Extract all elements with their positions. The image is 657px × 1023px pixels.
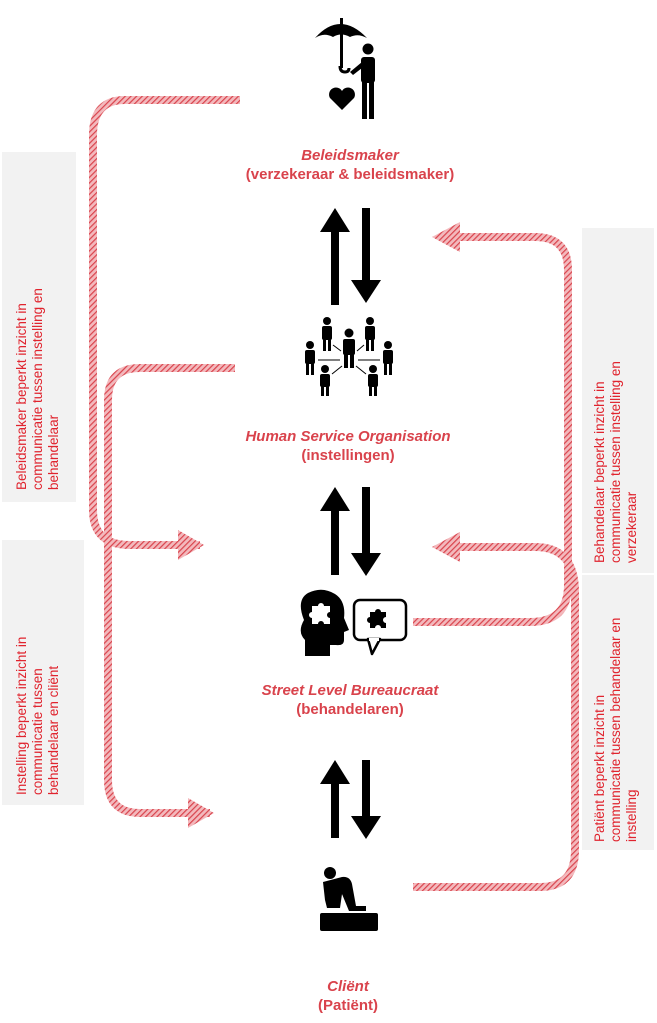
client-sub: (Patiënt): [318, 997, 378, 1014]
arrow-hso-to-client: [104, 364, 235, 817]
left-bottom-note-box: [2, 540, 84, 805]
up-arrow-2: [320, 487, 350, 575]
arrow-client-to-slb: [413, 543, 579, 891]
up-arrow-1: [320, 208, 350, 305]
beleidsmaker-role: Beleidsmaker: [301, 147, 399, 164]
right-bottom-note-box: [582, 575, 654, 850]
seated-person-icon: [320, 867, 378, 931]
down-arrow-3: [351, 760, 381, 839]
umbrella-person-heart-icon: [315, 18, 375, 119]
client-role: Cliënt: [327, 978, 369, 995]
head-puzzle-speech-icon: [300, 589, 408, 656]
left-top-note-box: [2, 152, 76, 502]
arrowhead-client-left: [188, 798, 214, 828]
slb-role: Street Level Bureaucraat: [261, 682, 439, 699]
slb-label: Street Level Bureaucraat (behandelaren): [210, 681, 490, 719]
down-arrow-1: [351, 208, 381, 303]
hso-label: Human Service Organisation (instellingen…: [198, 427, 498, 465]
client-label: Cliënt (Patiënt): [268, 977, 428, 1015]
hso-sub: (instellingen): [301, 447, 395, 464]
arrow-slb-to-beleidsmaker: [413, 233, 572, 626]
right-top-note-box: [582, 228, 654, 573]
beleidsmaker-sub: (verzekeraar & beleidsmaker): [245, 166, 455, 183]
down-arrow-2: [351, 487, 381, 576]
up-arrow-3: [320, 760, 350, 838]
arrowhead-beleidsmaker-right: [432, 222, 460, 252]
beleidsmaker-label: Beleidsmaker (verzekeraar & beleidsmaker…: [208, 146, 492, 184]
right-top-note: Behandelaar beperkt inzicht in communica…: [592, 361, 639, 563]
right-bottom-note: Patiënt beperkt inzicht in communicatie …: [592, 617, 639, 842]
left-bottom-note: Instelling beperkt inzicht in communicat…: [14, 636, 61, 795]
arrowhead-slb-right: [432, 532, 460, 562]
arrowhead-slb-left: [178, 530, 204, 560]
slb-sub: (behandelaren): [296, 701, 404, 718]
hso-role: Human Service Organisation: [245, 428, 451, 445]
left-top-note: Beleidsmaker beperkt inzicht in communic…: [14, 288, 61, 490]
people-network-icon: [305, 317, 393, 396]
arrow-beleidsmaker-to-slb: [89, 96, 240, 549]
